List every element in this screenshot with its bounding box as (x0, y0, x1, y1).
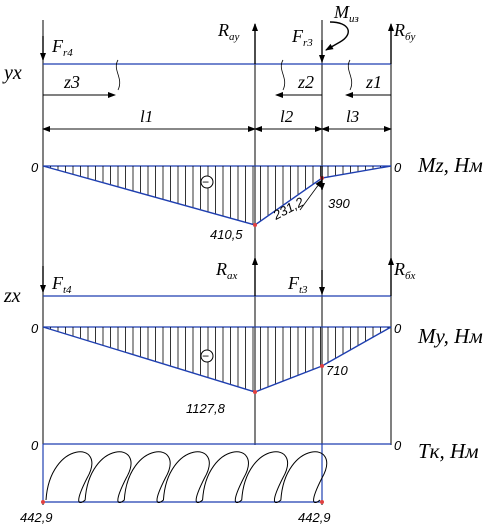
span-l3: l3 (346, 107, 359, 126)
my-value-2: 710 (326, 363, 348, 378)
my-sign: − (202, 349, 209, 363)
svg-text:Ray: Ray (217, 20, 240, 43)
span-l1: l1 (140, 107, 153, 126)
svg-text:Mиз: Mиз (333, 2, 359, 25)
tk-zero-right: 0 (394, 438, 402, 453)
coord-z3: z3 (43, 59, 121, 98)
tk-title: Tк, Нм (418, 439, 479, 463)
my-sign-circle (200, 349, 214, 363)
svg-text:Rбy: Rбy (393, 20, 416, 43)
zx-reaction-b: Rбx (388, 257, 416, 296)
mz-value-2: 231,2 (269, 194, 306, 223)
tk-diagram: 0 0 Tк, Нм 442,9 442,9 (20, 438, 479, 525)
svg-text:Fr4: Fr4 (51, 36, 73, 59)
my-diagram: − 0 0 My, Нм 1127,8 710 (31, 321, 483, 416)
tk-value-left: 442,9 (20, 510, 53, 525)
my-value-1: 1127,8 (186, 401, 226, 416)
svg-text:z2: z2 (297, 72, 314, 92)
svg-text:z3: z3 (63, 72, 80, 92)
svg-text:Ft4: Ft4 (51, 273, 72, 296)
my-zero-left: 0 (31, 321, 39, 336)
my-zero-right: 0 (394, 321, 402, 336)
yx-plane-label: yx (2, 62, 22, 84)
svg-text:Fr3: Fr3 (291, 26, 313, 49)
mz-zero-right: 0 (394, 160, 402, 175)
mz-value-1: 410,5 (210, 227, 243, 242)
svg-text:Rax: Rax (215, 259, 238, 282)
span-l2: l2 (280, 107, 294, 126)
yx-reaction-b: Rбy (388, 20, 416, 64)
span-dimensions: l1 l2 l3 (42, 104, 392, 135)
mz-sign: − (202, 175, 209, 189)
mz-value-3: 390 (328, 196, 350, 211)
svg-text:Ft3: Ft3 (287, 273, 308, 296)
mz-zero-left: 0 (31, 160, 39, 175)
mz-diagram: − 0 0 Mz, Нм 410,5 231,2 390 (31, 153, 483, 242)
tk-zero-left: 0 (31, 438, 39, 453)
mz-title: Mz, Нм (417, 153, 483, 177)
zx-force-left: Ft4 (40, 266, 72, 296)
coord-z2: z2 (275, 59, 322, 98)
svg-text:z1: z1 (365, 72, 382, 92)
zx-reaction-a: Rax (215, 257, 258, 296)
svg-text:Rбx: Rбx (393, 259, 416, 282)
yx-moment: Mиз (325, 2, 359, 51)
zx-force-mid: Ft3 (287, 270, 325, 296)
yx-reaction-a: Ray (217, 20, 258, 64)
my-title: My, Нм (417, 324, 483, 348)
yx-force-mid: Fr3 (291, 26, 325, 63)
mz-sign-circle (200, 175, 214, 189)
coord-z1: z1 (345, 59, 391, 98)
tk-value-right: 442,9 (298, 510, 331, 525)
yx-force-left: Fr4 (40, 36, 73, 61)
zx-plane-label: zx (3, 285, 21, 307)
